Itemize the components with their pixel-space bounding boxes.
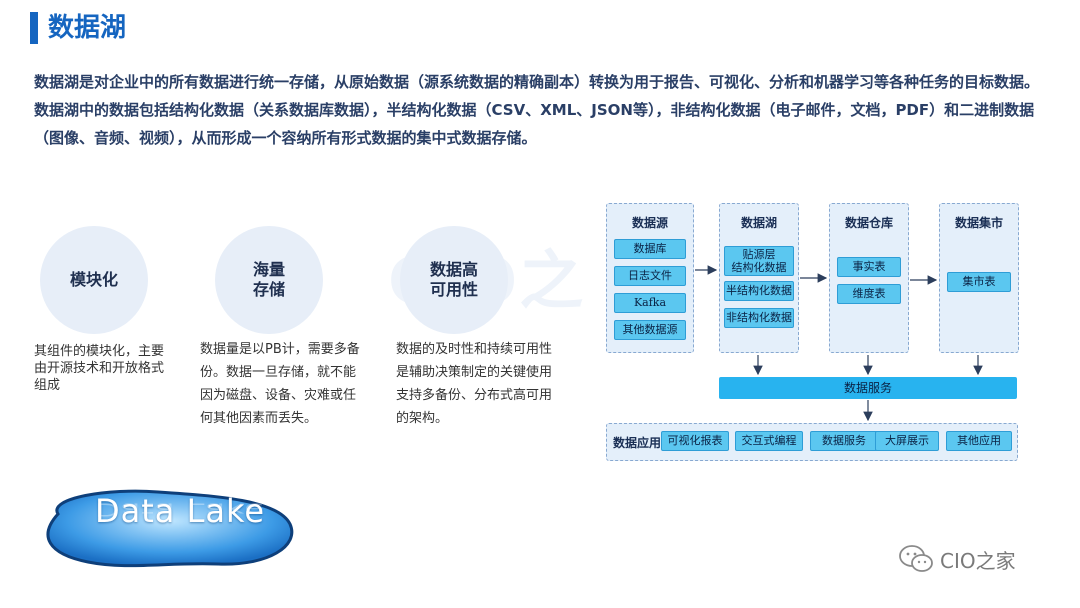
app-big-screen: 大屏展示 [875, 431, 939, 451]
feature-circle-storage: 海量 存储 [215, 226, 323, 334]
brand-name: CIO之家 [940, 548, 1016, 573]
data-lake-logo-reflection: Data Lake [95, 499, 266, 520]
column-title: 数据源 [631, 216, 668, 230]
feature-desc-modular: 其组件的模块化，主要由开源技术和开放格式组成 [34, 344, 165, 393]
apps-label: 数据应用 [613, 436, 662, 450]
title-accent-bar [30, 12, 38, 44]
diagram-column-mart: 数据集市 集市表 [939, 203, 1019, 353]
feature-circle-modular: 模块化 [40, 226, 148, 334]
node-unstructured-data: 非结构化数据 [724, 308, 794, 328]
app-data-service: 数据服务 [810, 431, 878, 451]
node-log-files: 日志文件 [614, 266, 686, 286]
feature-label: 海量 存储 [252, 260, 285, 299]
feature-circle-availability: 数据高 可用性 [400, 226, 508, 334]
node-database: 数据库 [614, 239, 686, 259]
brand-watermark: CIO之家 [898, 544, 1016, 574]
feature-label: 数据高 可用性 [429, 260, 478, 299]
diagram-apps-panel: 数据应用 可视化报表 交互式编程 数据服务 大屏展示 其他应用 [606, 423, 1018, 461]
node-fact-table: 事实表 [837, 257, 901, 277]
app-visual-report: 可视化报表 [661, 431, 729, 451]
diagram-column-lake: 数据湖 贴源层 结构化数据 半结构化数据 非结构化数据 [719, 203, 799, 353]
feature-label: 模块化 [69, 270, 118, 289]
column-title: 数据集市 [954, 216, 1003, 230]
app-interactive-programming: 交互式编程 [735, 431, 803, 451]
feature-desc-storage: 数据量是以PB计，需要多备份。数据一旦存储，就不能因为磁盘、设备、灾难或任何其他… [200, 342, 360, 426]
diagram-column-source: 数据源 数据库 日志文件 Kafka 其他数据源 [606, 203, 694, 353]
node-other-sources: 其他数据源 [614, 320, 686, 340]
intro-paragraph: 数据湖是对企业中的所有数据进行统一存储，从原始数据（源系统数据的精确副本）转换为… [34, 73, 1040, 147]
data-service-bar: 数据服务 [719, 377, 1017, 399]
wechat-icon [899, 545, 933, 572]
column-title: 数据仓库 [844, 216, 893, 230]
diagram-column-warehouse: 数据仓库 事实表 维度表 [829, 203, 909, 353]
app-other: 其他应用 [946, 431, 1012, 451]
node-dimension-table: 维度表 [837, 284, 901, 304]
page-title: 数据湖 [48, 13, 127, 43]
data-lake-logo-icon [46, 489, 294, 568]
column-title: 数据湖 [740, 216, 777, 230]
node-mart-table: 集市表 [947, 272, 1011, 292]
feature-desc-availability: 数据的及时性和持续可用性是辅助决策制定的关键使用支持多备份、分布式高可用的架构。 [396, 342, 553, 426]
data-lake-logo-text: Data Lake [95, 492, 266, 530]
node-structured-data: 贴源层 结构化数据 [724, 246, 794, 276]
node-semi-structured-data: 半结构化数据 [724, 281, 794, 301]
node-kafka: Kafka [614, 293, 686, 313]
